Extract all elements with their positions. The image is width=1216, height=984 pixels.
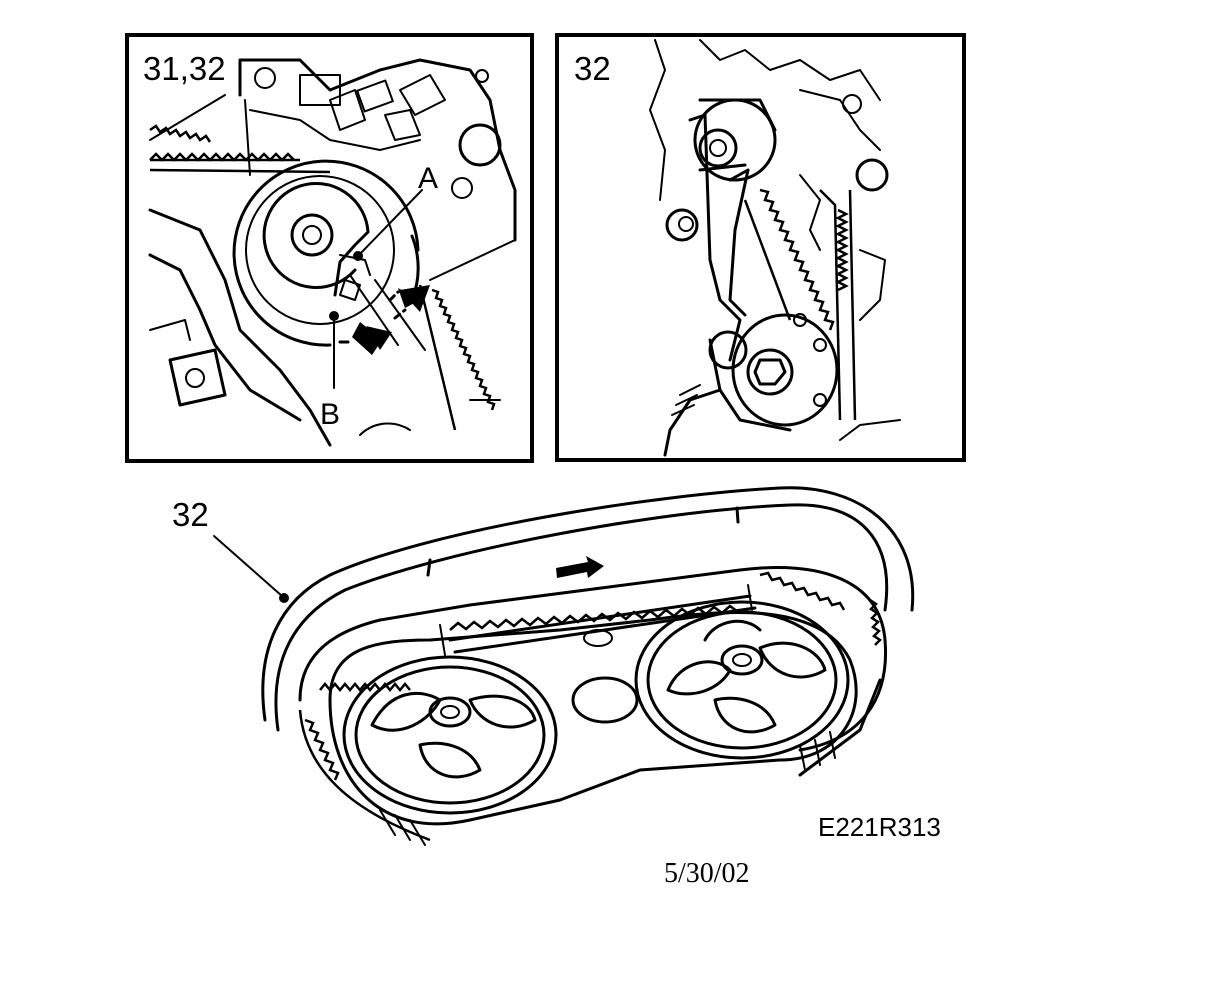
panel-bottom-label: 32 [172, 496, 209, 533]
panel-left: 31,32 A B [125, 33, 534, 463]
rotation-direction-arrow [556, 556, 604, 578]
panel-right-frame [555, 33, 966, 462]
leader-dot [279, 593, 289, 603]
panel-bottom: 32 [172, 486, 915, 846]
panel-right-label: 32 [574, 50, 611, 87]
label-point-b: B [320, 398, 340, 431]
label-point-a: A [418, 162, 438, 195]
tensioner-detail-drawing [148, 58, 517, 447]
date-stamp: 5/30/02 [664, 858, 750, 889]
leader-line [213, 535, 283, 597]
tensioner-tool-drawing [649, 39, 901, 457]
panel-left-label: 31,32 [143, 50, 226, 87]
figure-code: E221R313 [818, 812, 941, 842]
panel-right: 32 [555, 33, 966, 462]
camshaft-cover-drawing [261, 486, 915, 846]
